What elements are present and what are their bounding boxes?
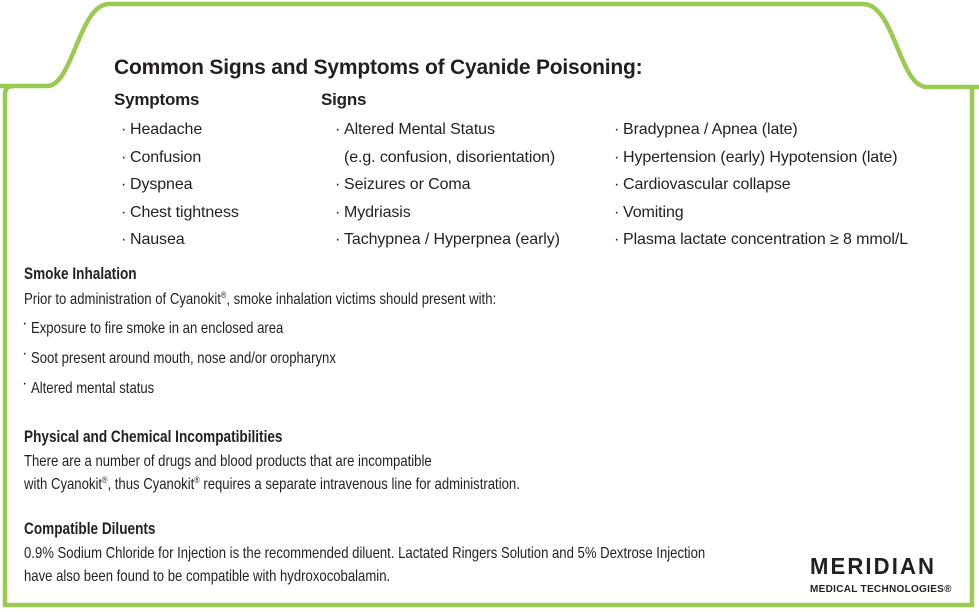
list-item: ·Vomiting [614,199,908,227]
meridian-logo: MERIDIAN MEDICAL TECHNOLOGIES® [810,555,970,597]
list-item: ·Dyspnea [121,171,239,199]
bullet-dot: · [614,231,620,248]
heading-text: Smoke Inhalation [24,264,137,283]
symptoms-header: Symptoms [114,90,200,109]
incompatibilities-heading: Physical and Chemical Incompatibilities [24,427,347,447]
list-item: ·Altered mental status [22,374,403,404]
list-item-text: Seizures or Coma [344,176,471,193]
list-item: ·Hypertension (early) Hypotension (late) [614,144,908,172]
list-item: ·Confusion [121,144,239,172]
bullet-dot: · [22,375,28,392]
list-item-text: Cardiovascular collapse [623,176,791,193]
list-item: ·Cardiovascular collapse [614,171,908,199]
list-item: ·Mydriasis [335,199,560,227]
bullet-dot: · [614,176,620,193]
bullet-dot: · [22,345,28,362]
signs-list-col2: ·Bradypnea / Apnea (late) ·Hypertension … [614,116,908,254]
heading-text: Compatible Diluents [24,519,156,538]
list-item-text: Nausea [130,231,185,248]
list-item: ·Bradypnea / Apnea (late) [614,116,908,144]
list-item-text: Vomiting [623,203,684,221]
list-item: ·Seizures or Coma [335,171,560,199]
list-item: ·Plasma lactate concentration ≥ 8 mmol/L [614,226,908,254]
list-item: ·Altered Mental Status [335,116,560,144]
intro-text: Prior to administration of Cyanokit®, sm… [24,290,497,309]
diluents-line2: have also been found to be compatible wi… [24,565,471,588]
list-item-text: Chest tightness [130,203,239,221]
list-item: ·Chest tightness [121,199,239,227]
logo-wordmark: MERIDIAN [810,553,937,579]
list-item-text: Bradypnea / Apnea (late) [623,121,798,138]
list-item: ·Soot present around mouth, nose and/or … [22,344,403,374]
bullet-dot: · [335,203,341,221]
bullet-dot: · [22,315,28,332]
list-item-text: Hypertension (early) Hypotension (late) [623,148,898,166]
list-item-text: Mydriasis [344,203,411,221]
bullet-dot: · [121,231,127,248]
bullet-dot: · [121,148,127,166]
smoke-inhalation-list: ·Exposure to fire smoke in an enclosed a… [22,314,403,404]
bullet-dot: · [335,231,341,248]
list-item: ·Tachypnea / Hyperpnea (early) [335,226,560,254]
list-item: ·Exposure to fire smoke in an enclosed a… [22,314,403,344]
list-item: ·Headache [121,116,239,144]
heading-text: Physical and Chemical Incompatibilities [24,427,283,446]
bullet-dot: · [335,176,341,193]
body-text: There are a number of drugs and blood pr… [24,453,432,470]
symptoms-list: ·Headache ·Confusion ·Dyspnea ·Chest tig… [121,116,239,254]
bullet-dot: · [121,203,127,221]
bullet-dot: · [614,203,620,221]
bullet-dot: · [614,121,620,138]
list-item-text: Soot present around mouth, nose and/or o… [31,350,336,367]
list-item-text: Dyspnea [130,176,193,193]
incompatibilities-line2: with Cyanokit®, thus Cyanokit® requires … [24,473,629,496]
list-item-text: (e.g. confusion, disorientation) [344,148,556,166]
bullet-dot: · [121,121,127,138]
bullet-dot: · [121,176,127,193]
signs-header: Signs [321,90,367,109]
smoke-inhalation-heading: Smoke Inhalation [24,264,165,284]
list-item-continuation: (e.g. confusion, disorientation) [335,144,560,172]
incompatibilities-line1: There are a number of drugs and blood pr… [24,450,521,473]
logo-subtitle: MEDICAL TECHNOLOGIES® [810,584,952,595]
list-item-text: Headache [130,121,203,138]
bullet-dot: · [335,121,341,138]
diluents-line1: 0.9% Sodium Chloride for Injection is th… [24,542,855,565]
list-item-text: Confusion [130,148,202,166]
signs-list-col1: ·Altered Mental Status (e.g. confusion, … [335,116,560,254]
list-item-text: Plasma lactate concentration ≥ 8 mmol/L [623,231,909,248]
body-text: have also been found to be compatible wi… [24,568,391,585]
list-item-text: Altered Mental Status [344,121,495,138]
bullet-dot: · [614,148,620,166]
diluents-heading: Compatible Diluents [24,519,188,539]
list-item: ·Nausea [121,226,239,254]
list-item-text: Altered mental status [31,380,155,397]
page-title: Common Signs and Symptoms of Cyanide Poi… [114,56,643,79]
body-text: 0.9% Sodium Chloride for Injection is th… [24,545,706,562]
list-item-text: Tachypnea / Hyperpnea (early) [344,231,560,248]
body-text: with Cyanokit®, thus Cyanokit® requires … [24,475,520,494]
smoke-inhalation-intro: Prior to administration of Cyanokit®, sm… [24,288,600,311]
list-item-text: Exposure to fire smoke in an enclosed ar… [31,320,284,337]
